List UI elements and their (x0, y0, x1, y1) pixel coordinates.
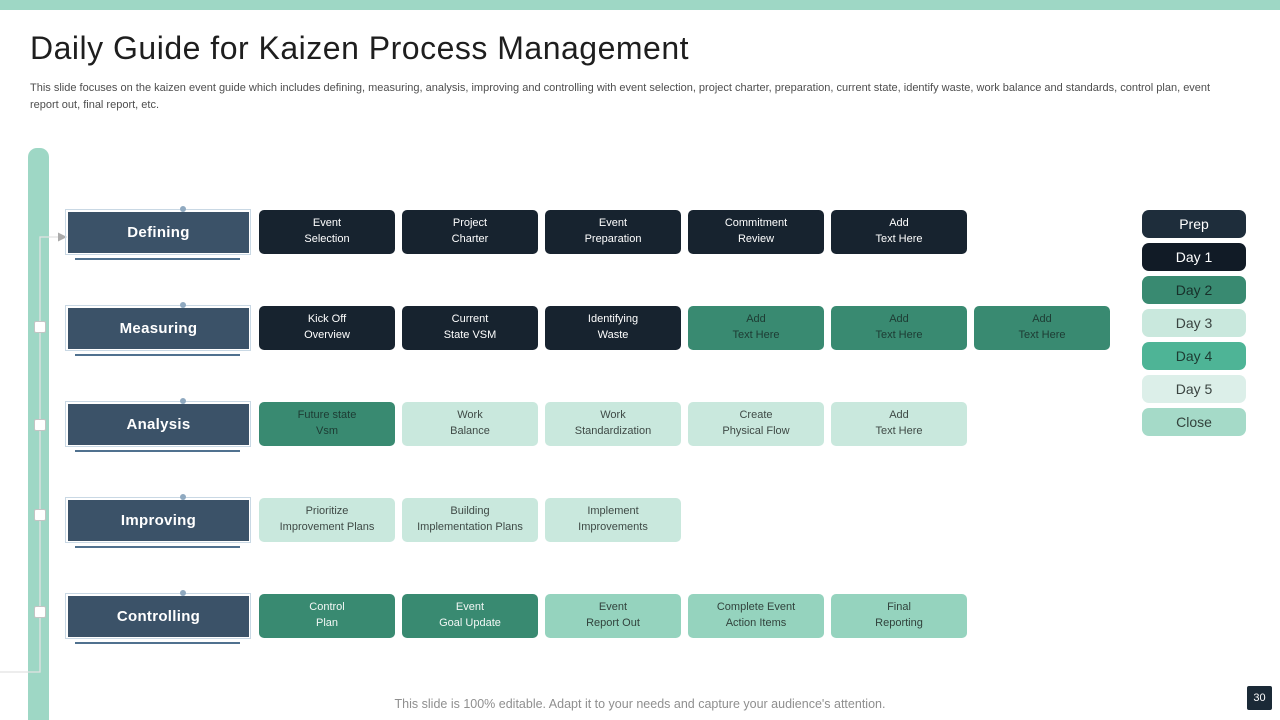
day-button-day1[interactable]: Day 1 (1142, 243, 1246, 271)
step-add-text[interactable]: Add Text Here (831, 402, 967, 446)
selection-handle-dot (180, 398, 187, 404)
selection-handle-dot (180, 590, 187, 596)
day-button-prep[interactable]: Prep (1142, 210, 1246, 238)
step-work-balance[interactable]: Work Balance (402, 402, 538, 446)
step-building-implementation-plans[interactable]: Building Implementation Plans (402, 498, 538, 542)
step-add-text[interactable]: Add Text Here (688, 306, 824, 350)
stage-label-controlling[interactable]: Controlling (65, 590, 251, 644)
step-event-selection[interactable]: Event Selection (259, 210, 395, 254)
step-event-report-out[interactable]: Event Report Out (545, 594, 681, 638)
stage-label-defining[interactable]: Defining (65, 206, 251, 260)
stage-label-text: Improving (120, 512, 197, 529)
step-work-standardization[interactable]: Work Standardization (545, 402, 681, 446)
stage-label-text: Analysis (126, 416, 191, 433)
step-commitment-review[interactable]: Commitment Review (688, 210, 824, 254)
step-event-goal-update[interactable]: Event Goal Update (402, 594, 538, 638)
stage-label-text: Measuring (119, 320, 198, 337)
step-control-plan[interactable]: Control Plan (259, 594, 395, 638)
stage-label-text: Defining (127, 224, 190, 241)
step-implement-improvements[interactable]: Implement Improvements (545, 498, 681, 542)
top-accent-strip (0, 0, 1280, 10)
step-project-charter[interactable]: Project Charter (402, 210, 538, 254)
step-add-text[interactable]: Add Text Here (974, 306, 1110, 350)
step-add-text[interactable]: Add Text Here (831, 210, 967, 254)
step-current-state-vsm[interactable]: Current State VSM (402, 306, 538, 350)
slide-subtitle: This slide focuses on the kaizen event g… (30, 82, 1211, 112)
step-add-text[interactable]: Add Text Here (831, 306, 967, 350)
step-final-reporting[interactable]: Final Reporting (831, 594, 967, 638)
step-prioritize-improvement-plans[interactable]: Prioritize Improvement Plans (259, 498, 395, 542)
selection-handle-dot (180, 302, 187, 308)
step-complete-event-action-items[interactable]: Complete Event Action Items (688, 594, 824, 638)
footer-note: This slide is 100% editable. Adapt it to… (394, 697, 886, 711)
slide-title: Daily Guide for Kaizen Process Managemen… (30, 30, 690, 66)
page-number-badge: 30 (1247, 686, 1272, 710)
step-kick-off-overview[interactable]: Kick Off Overview (259, 306, 395, 350)
stage-label-improving[interactable]: Improving (65, 494, 251, 548)
timeline-bar (28, 148, 49, 720)
day-button-day2[interactable]: Day 2 (1142, 276, 1246, 304)
stage-label-text: Controlling (116, 608, 201, 625)
stage-label-measuring[interactable]: Measuring (65, 302, 251, 356)
step-event-preparation[interactable]: Event Preparation (545, 210, 681, 254)
day-button-day4[interactable]: Day 4 (1142, 342, 1246, 370)
step-create-physical-flow[interactable]: Create Physical Flow (688, 402, 824, 446)
day-button-day5[interactable]: Day 5 (1142, 375, 1246, 403)
day-panel: Prep Day 1 Day 2 Day 3 Day 4 Day 5 Close (1142, 210, 1246, 436)
step-future-state-vsm[interactable]: Future state Vsm (259, 402, 395, 446)
day-button-close[interactable]: Close (1142, 408, 1246, 436)
selection-handle-dot (180, 494, 187, 500)
stage-label-analysis[interactable]: Analysis (65, 398, 251, 452)
step-identifying-waste[interactable]: Identifying Waste (545, 306, 681, 350)
selection-handle-dot (180, 206, 187, 212)
day-button-day3[interactable]: Day 3 (1142, 309, 1246, 337)
